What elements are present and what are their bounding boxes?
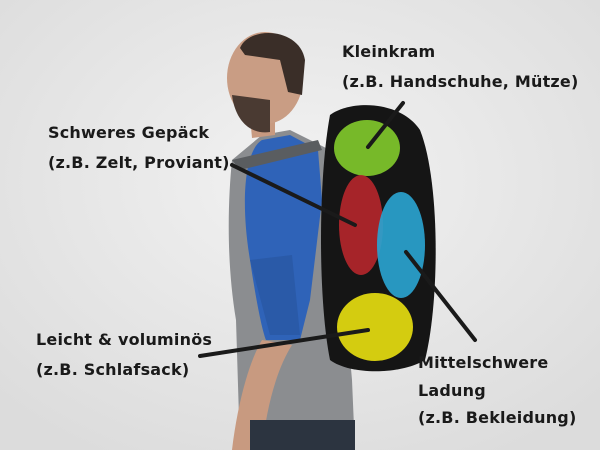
pointer-line-medium bbox=[404, 250, 477, 342]
zone-heavy bbox=[339, 175, 383, 275]
pointer-line-heavy bbox=[230, 163, 357, 227]
label-medium-title-line1: Mittelschwere bbox=[418, 353, 549, 372]
zone-light bbox=[337, 293, 413, 361]
label-light-title: Leicht & voluminös bbox=[36, 330, 213, 349]
label-small-items-title: Kleinkram bbox=[342, 42, 436, 61]
label-light-example: (z.B. Schlafsack) bbox=[36, 360, 190, 379]
label-heavy-example: (z.B. Zelt, Proviant) bbox=[48, 153, 230, 172]
label-medium-example: (z.B. Bekleidung) bbox=[418, 408, 577, 427]
pointer-line-small-items bbox=[366, 101, 405, 149]
pointer-line-light bbox=[198, 328, 370, 358]
label-medium-title-line2: Ladung bbox=[418, 381, 486, 400]
person bbox=[227, 32, 355, 450]
zone-medium bbox=[377, 192, 425, 298]
label-heavy-title: Schweres Gepäck bbox=[48, 123, 210, 142]
label-small-items-example: (z.B. Handschuhe, Mütze) bbox=[342, 72, 579, 91]
